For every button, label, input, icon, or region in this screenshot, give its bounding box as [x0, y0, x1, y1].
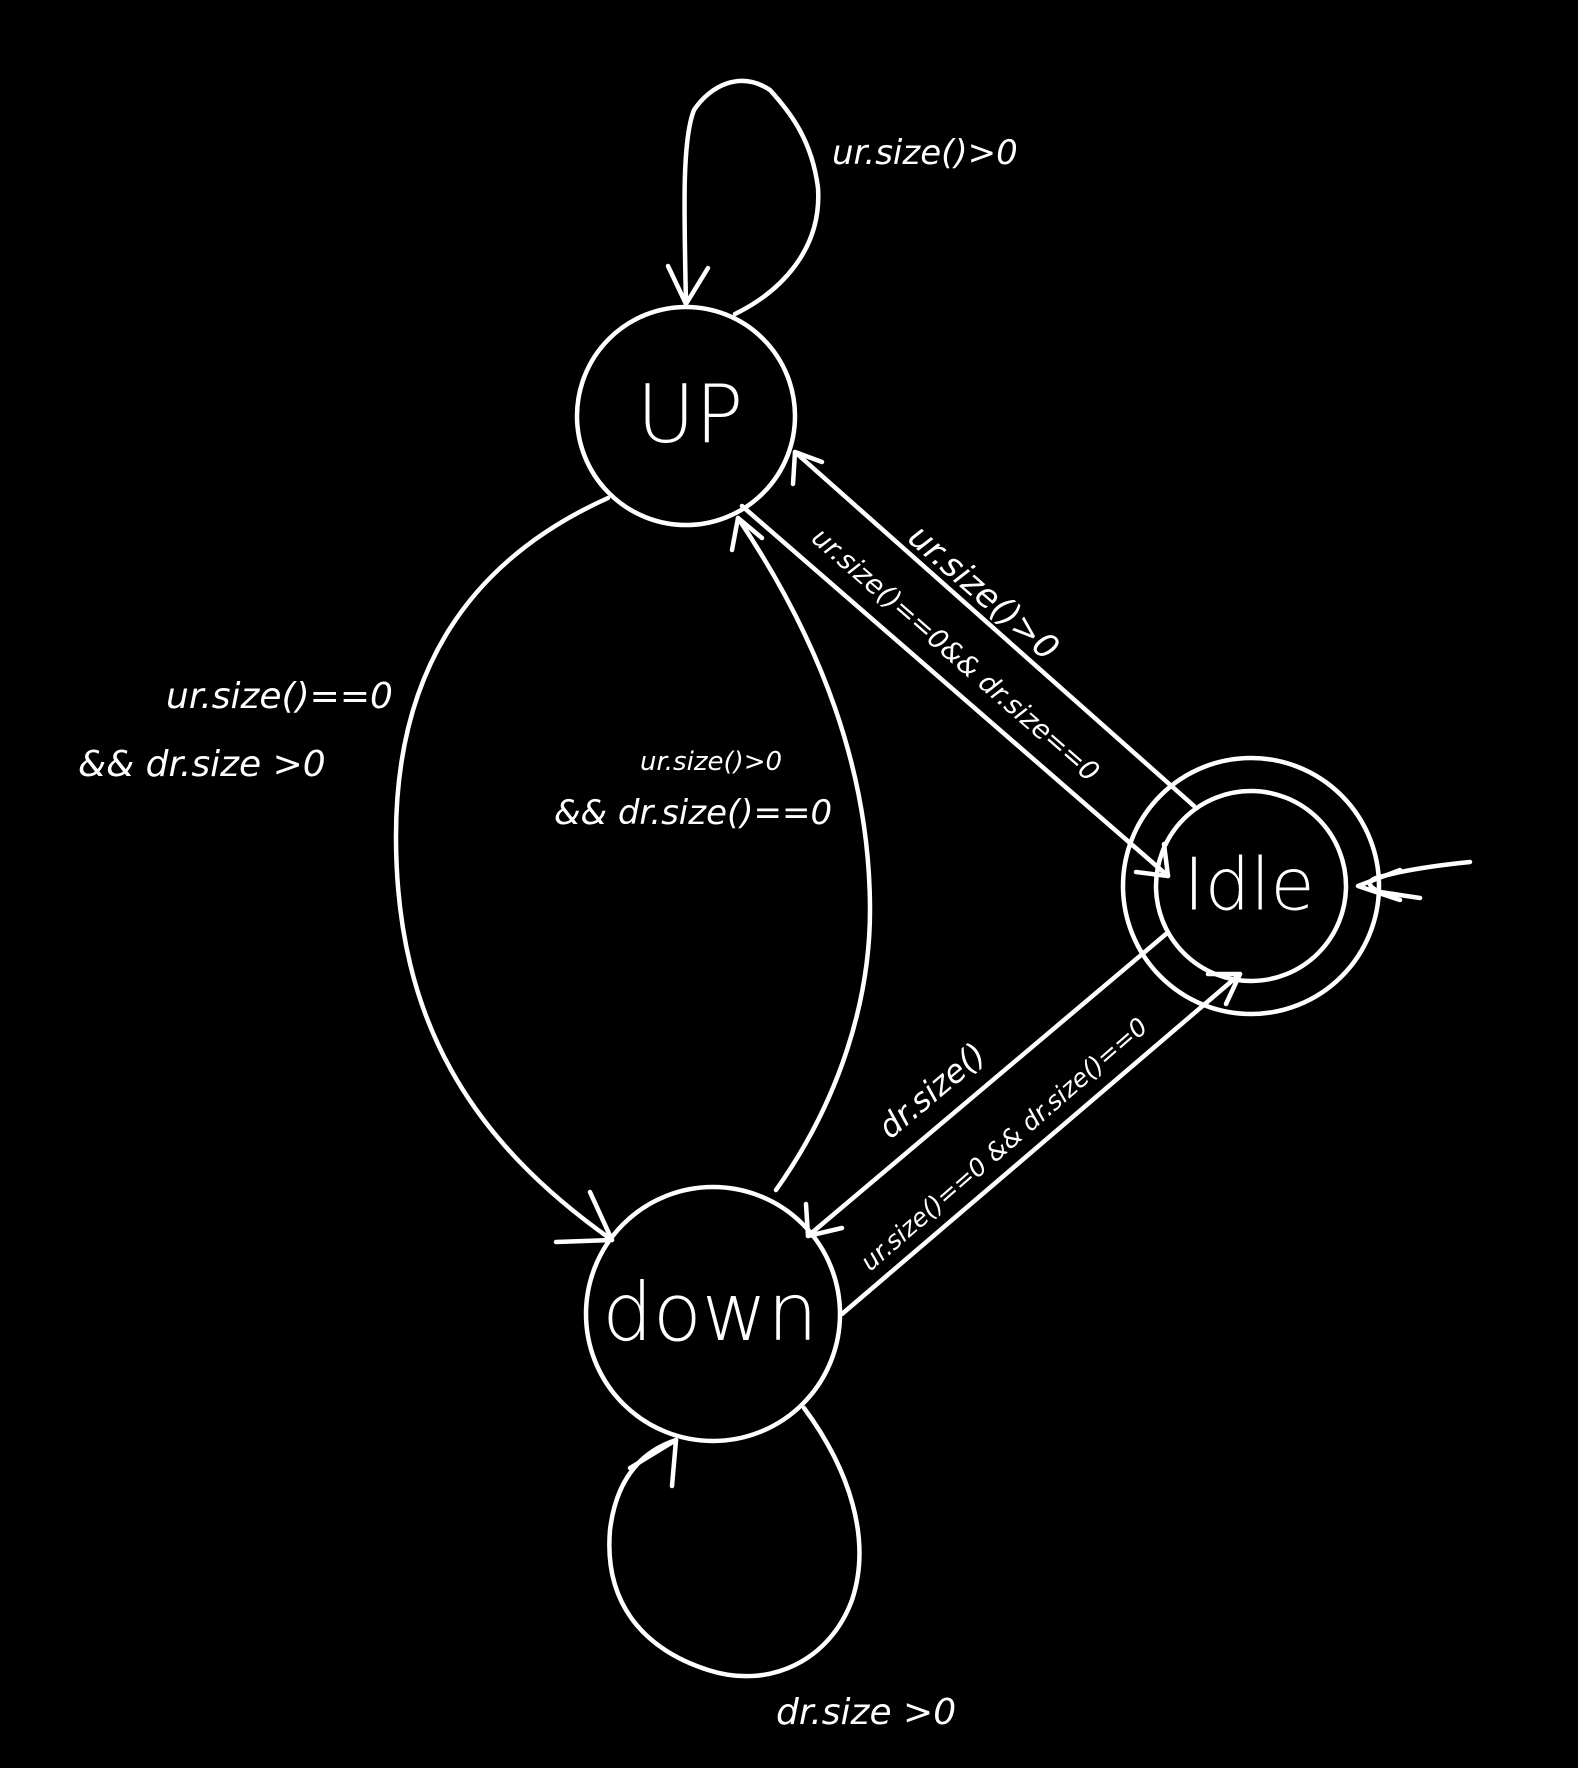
arrowhead-idle-to-down-icon [803, 1201, 845, 1239]
transition-up-to-down: ur.size()==0 && dr.size >0 [78, 495, 615, 1245]
edge-up-self [682, 78, 821, 317]
state-up: UP [574, 304, 798, 528]
edge-idle-to-down [805, 931, 1169, 1239]
state-down: down [583, 1184, 843, 1444]
label-down-self: dr.size >0 [776, 1692, 956, 1733]
label-up-to-down-line1: ur.size()==0 [166, 676, 393, 717]
arrowhead-down-self-icon [627, 1437, 679, 1489]
state-idle: Idle [1120, 755, 1382, 1017]
edge-up-to-idle [739, 503, 1171, 879]
state-idle-outer-circle [1120, 755, 1382, 1017]
arrowhead-down-to-up-icon [729, 515, 765, 553]
initial-arrow [1355, 859, 1473, 903]
arrowhead-up-to-idle-icon [1133, 841, 1171, 879]
state-up-circle [574, 304, 798, 528]
arrowhead-up-to-down-icon [553, 1189, 615, 1245]
arrowhead-idle-to-up-icon [790, 449, 825, 487]
transition-down-to-up: ur.size()>0 && dr.size()==0 [554, 515, 873, 1193]
label-up-to-down-line2: && dr.size >0 [78, 744, 326, 785]
state-up-label: UP [637, 368, 744, 461]
label-down-to-up-line2: && dr.size()==0 [554, 793, 832, 833]
edge-down-to-idle [839, 971, 1243, 1317]
edge-up-to-down [393, 495, 615, 1243]
edge-down-to-up [735, 515, 873, 1193]
transition-down-self: dr.size >0 [607, 1405, 956, 1733]
label-up-self: ur.size()>0 [832, 133, 1018, 173]
label-down-to-idle: ur.size()==0 && dr.size()==0 [855, 1012, 1153, 1277]
state-idle-inner-circle [1153, 788, 1349, 984]
arrowhead-down-to-idle-icon [1205, 971, 1243, 1007]
edge-down-self [607, 1405, 862, 1679]
transition-idle-to-up: ur.size()>0 [790, 449, 1197, 809]
edge-idle-to-up [792, 449, 1197, 809]
state-down-label: down [602, 1266, 818, 1359]
initial-arrow-head-icon [1355, 867, 1403, 903]
state-idle-label: Idle [1183, 843, 1314, 927]
arrowhead-up-self-icon [665, 263, 711, 307]
label-down-to-up-line1: ur.size()>0 [640, 747, 782, 777]
transition-down-to-idle: ur.size()==0 && dr.size()==0 [839, 971, 1243, 1317]
transition-up-self: ur.size()>0 [665, 78, 1018, 317]
